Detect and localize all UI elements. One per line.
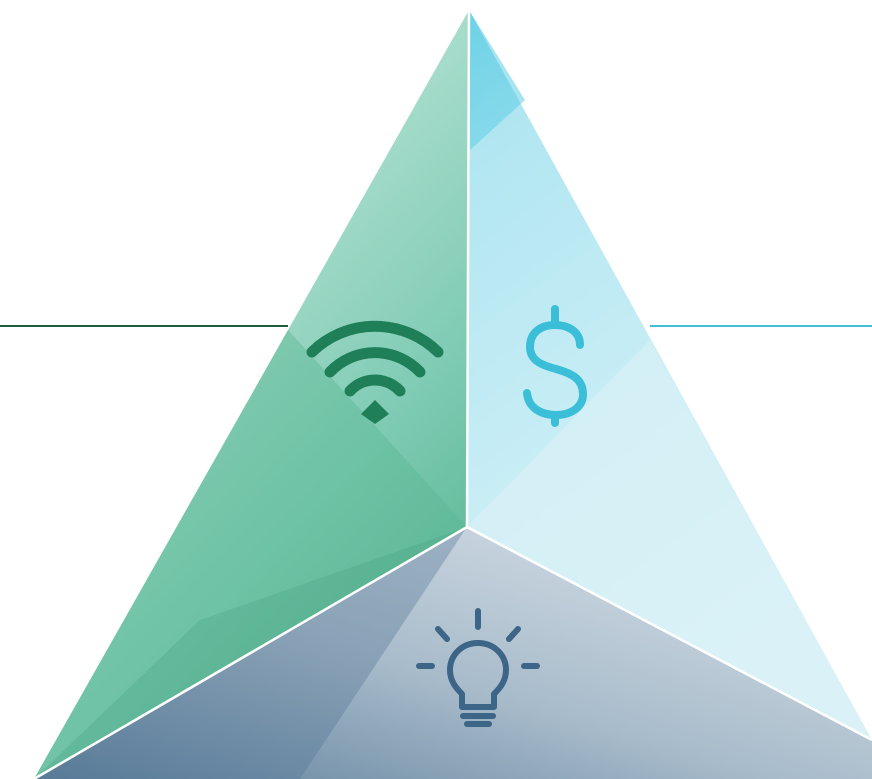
- left-lower-edge: [33, 525, 468, 779]
- left-facet-shade: [34, 330, 467, 779]
- vertical-edge: [465, 9, 471, 528]
- right-facet: [467, 10, 872, 740]
- left-facet: [34, 10, 469, 779]
- dollar-icon: [523, 305, 588, 427]
- right-lower-edge: [466, 525, 872, 742]
- right-facet-shade: [467, 340, 872, 740]
- lightbulb-icon: [416, 608, 540, 727]
- right-facet-tip: [469, 10, 525, 150]
- wifi-icon: [306, 320, 444, 424]
